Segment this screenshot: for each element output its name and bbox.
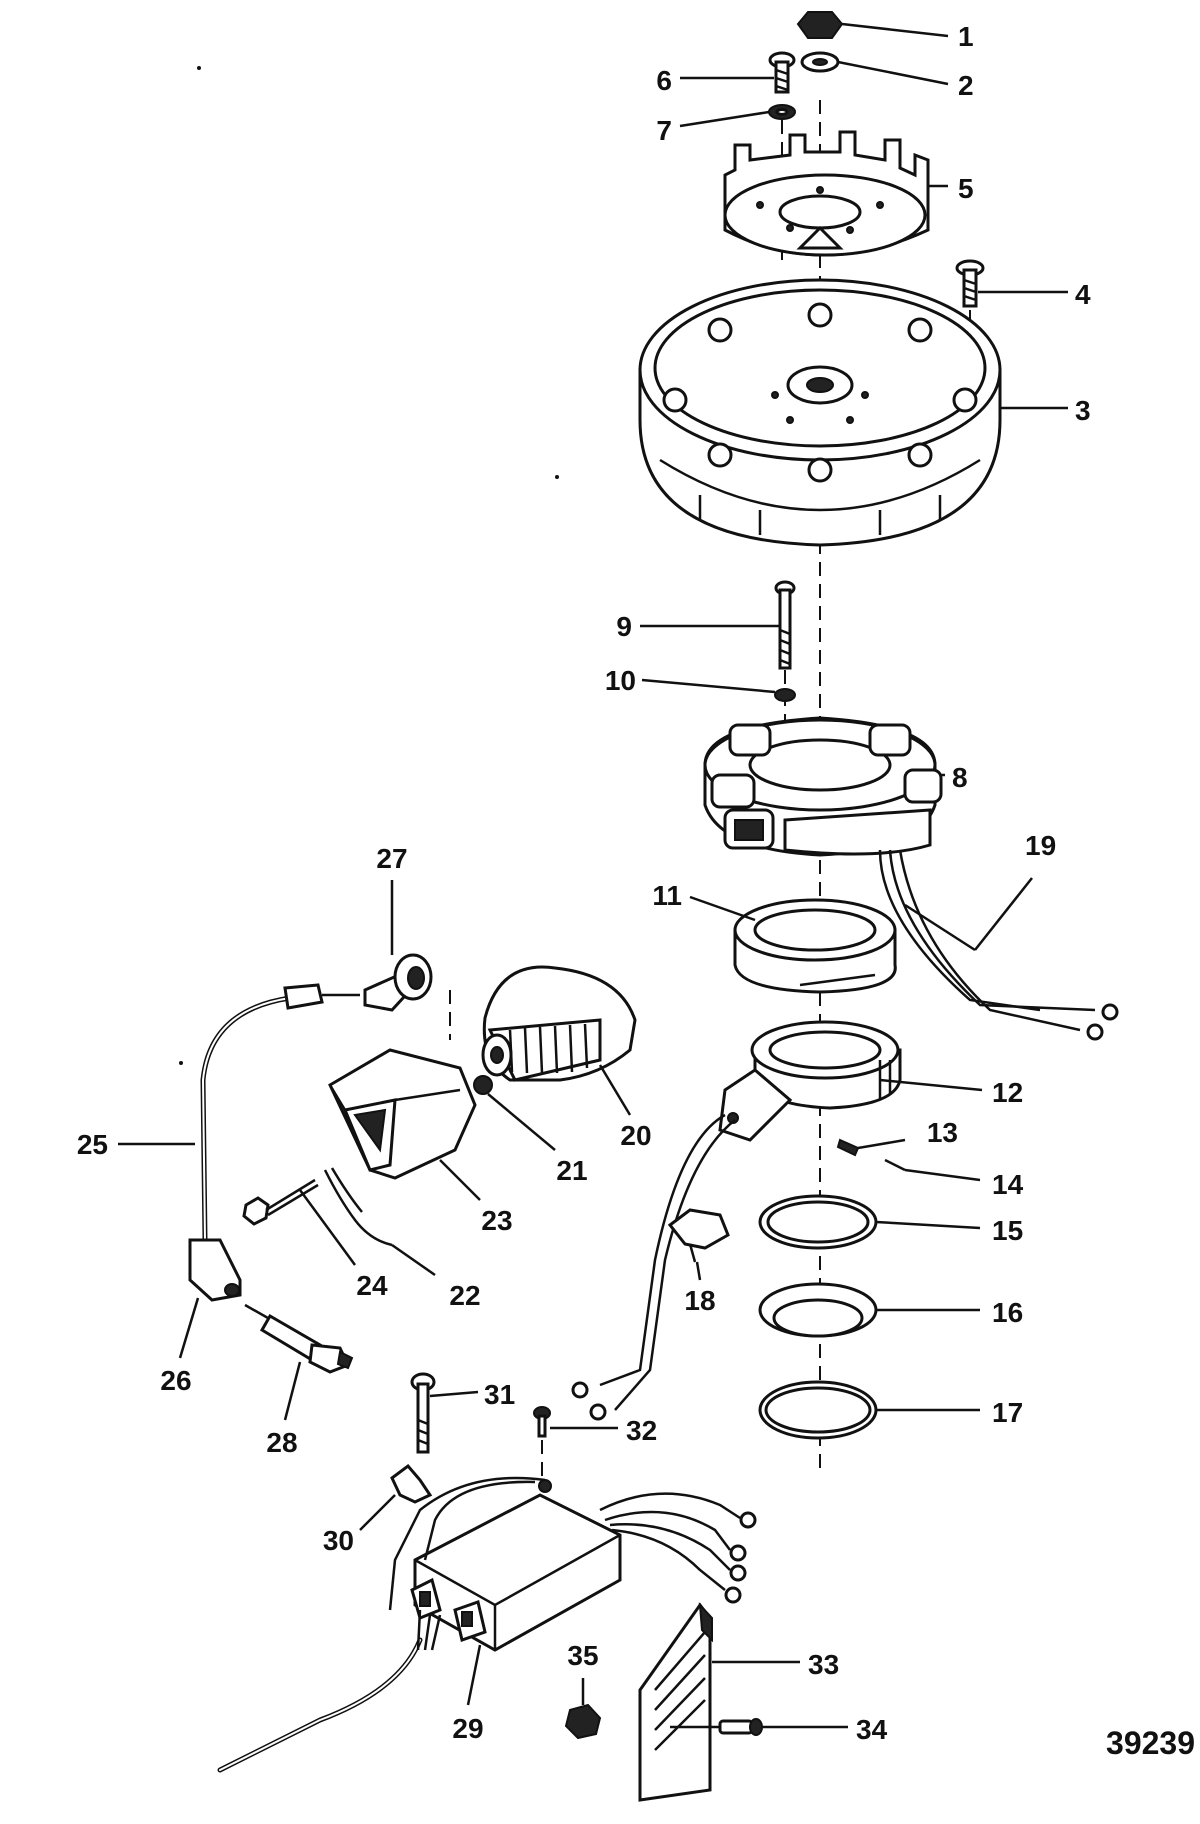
callout-12: 12 <box>992 1077 1023 1108</box>
callout-14: 14 <box>992 1169 1024 1200</box>
leader-26 <box>178 1297 200 1359</box>
part-lock-washer <box>768 104 796 120</box>
callout-25: 25 <box>77 1129 108 1160</box>
callout-35: 35 <box>567 1640 598 1671</box>
leader-20 <box>598 1064 632 1116</box>
callout-13: 13 <box>927 1117 958 1148</box>
part-coil-nut <box>473 1075 493 1095</box>
part-stator-washer <box>774 688 796 702</box>
leader-30 <box>359 1494 396 1531</box>
leader-23 <box>439 1159 481 1201</box>
leader-14 <box>904 1168 981 1182</box>
callout-28: 28 <box>266 1427 297 1458</box>
figure-id: 39239 <box>1106 1725 1195 1761</box>
part-bolt <box>955 259 985 308</box>
part-trigger <box>718 1020 902 1142</box>
part-nut <box>796 11 844 39</box>
callout-9: 9 <box>616 611 632 642</box>
part-ring-16 <box>758 1282 878 1338</box>
callout-8: 8 <box>952 762 968 793</box>
callout-26: 26 <box>160 1365 191 1396</box>
leader-21 <box>487 1093 556 1151</box>
part-clamp <box>390 1463 433 1504</box>
stray-dot <box>555 475 559 479</box>
leader-18 <box>695 1261 702 1281</box>
part-trigger-wires <box>571 1113 736 1421</box>
leader-22 <box>391 1243 436 1277</box>
leader-13 <box>857 1138 906 1150</box>
leader-28 <box>283 1361 302 1421</box>
part-washer <box>800 51 840 73</box>
leader-29 <box>466 1644 482 1706</box>
callout-18: 18 <box>684 1285 715 1316</box>
callout-30: 30 <box>323 1525 354 1556</box>
part-pin <box>884 1158 906 1172</box>
part-plug-cap <box>188 1238 242 1302</box>
part-flywheel-cup <box>723 130 930 257</box>
callout-23: 23 <box>481 1205 512 1236</box>
leader-24 <box>298 1189 357 1266</box>
part-coil-bolt <box>242 1178 319 1226</box>
part-flywheel <box>638 278 1002 547</box>
part-stator-bolt <box>774 580 796 670</box>
callout-11: 11 <box>652 880 682 911</box>
callout-3: 3 <box>1075 395 1091 426</box>
part-pack-bolt <box>410 1372 436 1454</box>
callout-15: 15 <box>992 1215 1023 1246</box>
part-cover-screw <box>670 1718 763 1736</box>
part-ignition-coil <box>481 965 637 1082</box>
callout-19: 19 <box>1025 830 1056 861</box>
leader-19 <box>974 877 1033 951</box>
stray-dot <box>197 66 201 70</box>
part-cover-nut <box>564 1703 602 1740</box>
part-screw <box>768 51 796 94</box>
leader-15 <box>875 1220 981 1230</box>
part-stator-wires <box>878 849 1119 1041</box>
leader-1 <box>841 22 949 38</box>
leader-2 <box>837 60 949 86</box>
part-coil-bracket <box>328 1048 477 1180</box>
callout-27: 27 <box>376 843 407 874</box>
callout-2: 2 <box>958 70 974 101</box>
leader-11 <box>689 895 756 922</box>
part-switch-box-wires <box>217 1476 757 1773</box>
callout-7: 7 <box>656 115 672 146</box>
callout-33: 33 <box>808 1649 839 1680</box>
part-clip <box>667 1208 730 1263</box>
callout-32: 32 <box>626 1415 657 1446</box>
part-high-tension-lead <box>200 983 360 1243</box>
callout-4: 4 <box>1075 279 1091 310</box>
leader-10 <box>641 678 776 694</box>
part-ring-15 <box>758 1194 878 1250</box>
callout-31: 31 <box>484 1379 515 1410</box>
part-ring-17 <box>758 1380 878 1440</box>
leader-12 <box>879 1078 983 1092</box>
part-stator <box>703 716 943 857</box>
callout-20: 20 <box>620 1120 651 1151</box>
callout-22: 22 <box>449 1280 480 1311</box>
part-plug-boot <box>363 953 433 1012</box>
callout-6: 6 <box>656 65 672 96</box>
callout-24: 24 <box>356 1270 388 1301</box>
callout-17: 17 <box>992 1397 1023 1428</box>
part-spark-plug <box>244 1303 354 1374</box>
callout-5: 5 <box>958 173 974 204</box>
callout-29: 29 <box>452 1713 483 1744</box>
callout-16: 16 <box>992 1297 1023 1328</box>
leader-7 <box>679 110 770 128</box>
callout-1: 1 <box>958 21 974 52</box>
part-switch-box <box>410 1479 622 1652</box>
part-cover <box>638 1602 713 1802</box>
callout-21: 21 <box>556 1155 587 1186</box>
part-pack-screw <box>533 1406 551 1438</box>
stray-dot <box>179 1061 183 1065</box>
part-trigger-ring <box>733 898 897 994</box>
callout-34: 34 <box>856 1714 888 1745</box>
part-spring <box>836 1138 860 1157</box>
part-ground-strap <box>323 1167 393 1247</box>
callout-10: 10 <box>605 665 636 696</box>
leader-31 <box>429 1390 479 1398</box>
